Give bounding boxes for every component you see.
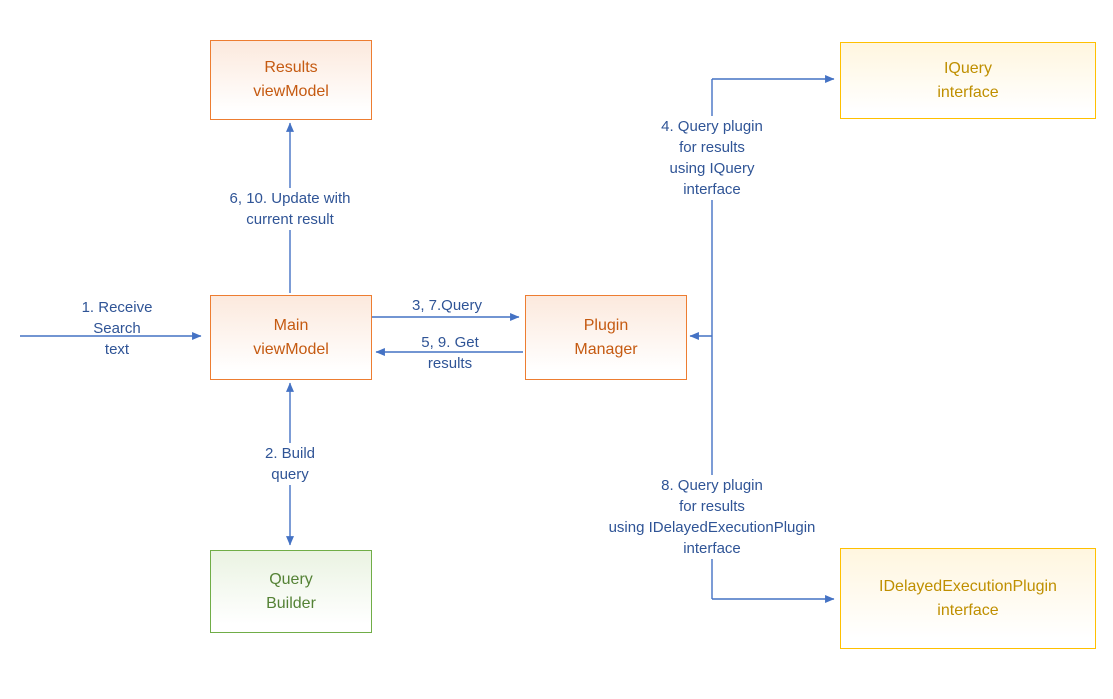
idelayedexecutionplugin-interface-box: IDelayedExecutionPlugin interface: [840, 548, 1096, 649]
label-query: 3, 7.Query: [411, 297, 483, 314]
label-update-with-current-result: 6, 10. Update with current result: [226, 188, 354, 230]
label-receive-search-text: 1. Receive Search text: [81, 299, 153, 358]
results-viewmodel-box: Results viewModel: [210, 40, 372, 120]
plugin-manager-box: Plugin Manager: [525, 295, 687, 380]
query-builder-box: Query Builder: [210, 550, 372, 633]
main-viewmodel-box: Main viewModel: [210, 295, 372, 380]
label-query-plugin-iquery: 4. Query plugin for results using IQuery…: [658, 116, 766, 200]
iquery-interface-box: IQuery interface: [840, 42, 1096, 119]
label-query-plugin-idelayed: 8. Query plugin for results using IDelay…: [605, 475, 819, 559]
label-get-results: 5, 9. Get results: [421, 334, 479, 372]
label-build-query: 2. Build query: [261, 443, 319, 485]
